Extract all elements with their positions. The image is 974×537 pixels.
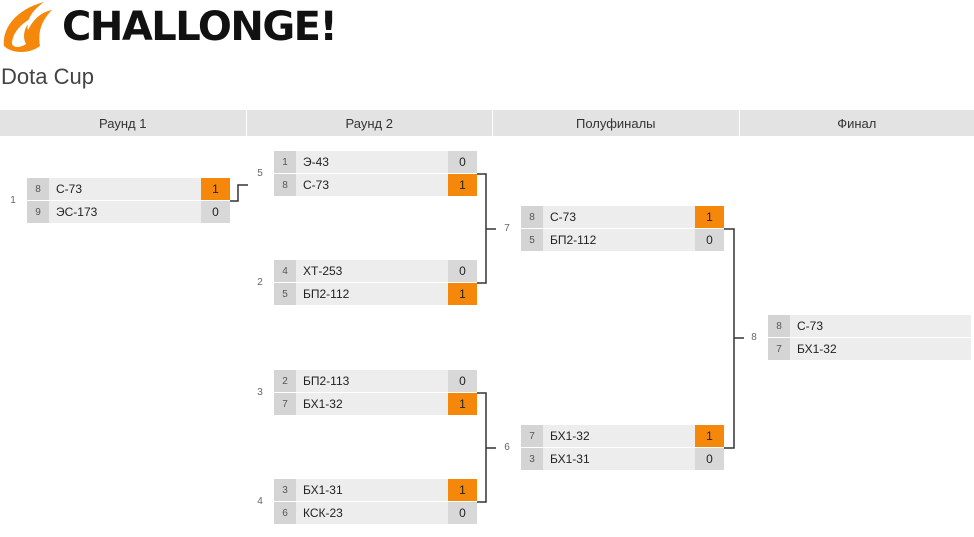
match-participant-row[interactable]: 7 БХ1-32 1 — [521, 425, 724, 448]
match-participant-row[interactable]: 8 С-73 — [768, 315, 971, 338]
participant-name: С-73 — [550, 210, 577, 224]
tournament-title: Dota Cup — [1, 64, 94, 89]
match-number: 7 — [504, 223, 510, 234]
seed: 8 — [274, 174, 296, 196]
match-participant-row[interactable]: 4 ХТ-253 0 — [274, 260, 477, 283]
challonge-flame-icon — [3, 2, 52, 52]
participant-name: БП2-112 — [303, 287, 350, 301]
seed: 1 — [274, 151, 296, 173]
match-8-final[interactable]: 8 8 С-73 7 БХ1-32 — [751, 315, 971, 361]
participant-name: БП2-112 — [550, 233, 597, 247]
seed: 3 — [521, 448, 543, 470]
seed: 6 — [274, 502, 296, 524]
participant-name: БП2-113 — [303, 374, 350, 388]
match-participant-row[interactable]: 5 БП2-112 1 — [274, 283, 477, 305]
seed: 4 — [274, 260, 296, 282]
score-winner: 1 — [695, 206, 724, 228]
match-7[interactable]: 7 8 С-73 1 5 БП2-112 0 — [504, 206, 724, 252]
round-header-semifinals: Полуфиналы — [493, 110, 740, 136]
seed: 5 — [521, 229, 543, 251]
match-participant-row[interactable]: 9 ЭС-173 0 — [27, 201, 230, 223]
match-participant-row[interactable]: 7 БХ1-32 — [768, 338, 971, 360]
score-winner: 1 — [695, 425, 724, 447]
connector-m1-m5 — [230, 184, 248, 202]
score: 0 — [448, 260, 477, 282]
match-number: 2 — [257, 277, 263, 288]
seed: 8 — [521, 206, 543, 228]
match-participant-row[interactable]: 3 БХ1-31 0 — [521, 448, 724, 470]
score: 0 — [201, 201, 230, 223]
match-3[interactable]: 3 2 БП2-113 0 7 БХ1-32 1 — [257, 370, 477, 416]
match-number: 8 — [751, 332, 757, 343]
seed: 3 — [274, 479, 296, 501]
score: 0 — [695, 448, 724, 470]
participant-name: БХ1-32 — [550, 429, 590, 443]
participant-name: БХ1-32 — [303, 397, 343, 411]
seed: 2 — [274, 370, 296, 392]
round-header-final: Финал — [739, 110, 974, 136]
brand-name: CHALLONGE! — [62, 4, 338, 50]
score-winner: 1 — [448, 479, 477, 501]
connector-r2-top — [477, 173, 496, 284]
participant-name: БХ1-31 — [303, 483, 343, 497]
score-winner: 1 — [448, 174, 477, 196]
score: 0 — [448, 370, 477, 392]
match-6[interactable]: 6 7 БХ1-32 1 3 БХ1-31 0 — [504, 425, 724, 471]
match-participant-row[interactable]: 2 БП2-113 0 — [274, 370, 477, 393]
match-participant-row[interactable]: 8 С-73 1 — [274, 174, 477, 196]
participant-name: Э-43 — [303, 155, 329, 169]
participant-name: ЭС-173 — [56, 205, 98, 219]
seed: 8 — [768, 315, 790, 337]
match-participant-row[interactable]: 1 Э-43 0 — [274, 151, 477, 174]
match-4[interactable]: 4 3 БХ1-31 1 6 КСК-23 0 — [257, 479, 477, 525]
match-participant-row[interactable]: 5 БП2-112 0 — [521, 229, 724, 251]
match-number: 5 — [257, 168, 263, 179]
match-participant-row[interactable]: 6 КСК-23 0 — [274, 502, 477, 524]
challonge-logo[interactable]: CHALLONGE! — [0, 0, 338, 56]
seed: 7 — [768, 338, 790, 360]
participant-name: КСК-23 — [303, 506, 343, 520]
round-header-1: Раунд 1 — [0, 110, 247, 136]
match-2[interactable]: 2 4 ХТ-253 0 5 БП2-112 1 — [257, 260, 477, 306]
score-winner: 1 — [448, 283, 477, 305]
connector-semis-final — [724, 228, 744, 449]
match-participant-row[interactable]: 3 БХ1-31 1 — [274, 479, 477, 502]
participant-name: С-73 — [797, 319, 824, 333]
score: 0 — [448, 151, 477, 173]
round-headers: Раунд 1 Раунд 2 Полуфиналы Финал — [0, 110, 974, 136]
participant-name: БХ1-32 — [797, 342, 837, 356]
match-participant-row[interactable]: 8 С-73 1 — [521, 206, 724, 229]
match-1[interactable]: 1 8 С-73 1 9 ЭС-173 0 — [10, 178, 230, 224]
round-header-2: Раунд 2 — [246, 110, 493, 136]
score-winner: 1 — [448, 393, 477, 415]
match-participant-row[interactable]: 7 БХ1-32 1 — [274, 393, 477, 415]
connector-r2-bottom — [477, 392, 496, 503]
seed: 5 — [274, 283, 296, 305]
score-winner: 1 — [201, 178, 230, 200]
match-5[interactable]: 5 1 Э-43 0 8 С-73 1 — [257, 151, 477, 197]
score: 0 — [448, 502, 477, 524]
participant-name: ХТ-253 — [303, 264, 343, 278]
seed: 8 — [27, 178, 49, 200]
seed: 7 — [521, 425, 543, 447]
participant-name: БХ1-31 — [550, 452, 590, 466]
match-number: 3 — [257, 387, 263, 398]
match-number: 6 — [504, 442, 510, 453]
score: 0 — [695, 229, 724, 251]
participant-name: С-73 — [303, 178, 330, 192]
match-number: 1 — [10, 195, 16, 206]
seed: 7 — [274, 393, 296, 415]
match-number: 4 — [257, 496, 263, 507]
match-participant-row[interactable]: 8 С-73 1 — [27, 178, 230, 201]
seed: 9 — [27, 201, 49, 223]
participant-name: С-73 — [56, 182, 83, 196]
